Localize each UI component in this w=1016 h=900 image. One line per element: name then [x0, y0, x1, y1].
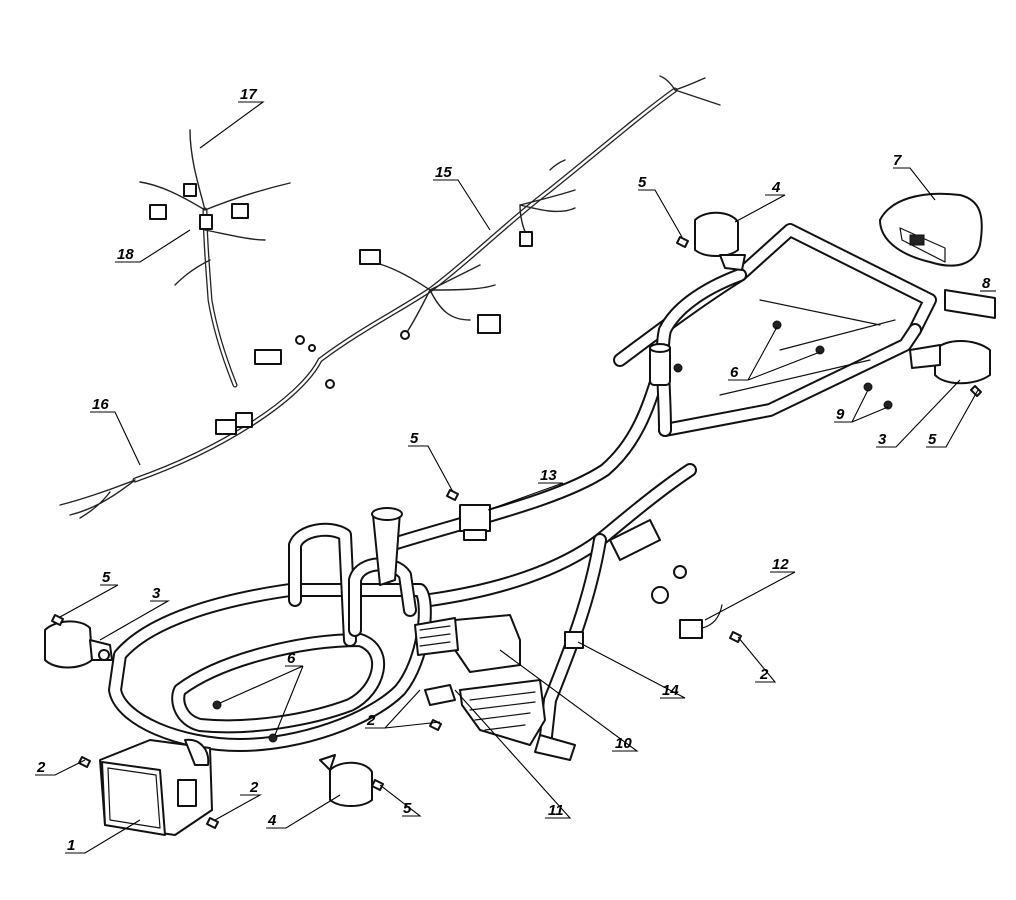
nuts: [863, 382, 893, 410]
rear-turn-signal: [694, 211, 746, 271]
callout-labels: 1 2 2 2 2 3 3 4 4 5 5 5 5 5 6 6 7 8 9 10…: [36, 86, 991, 854]
callout-5-front-signal: 5: [102, 569, 111, 586]
wiring-harness: [59, 75, 721, 519]
callout-12: 12: [772, 556, 789, 573]
callout-10: 10: [615, 735, 632, 752]
callout-2-sensor: 2: [759, 666, 769, 683]
callout-8: 8: [982, 275, 991, 292]
callout-17: 17: [240, 86, 257, 103]
callout-18: 18: [117, 246, 134, 263]
rear-turn-signal-b: [909, 340, 991, 385]
callout-2-headlight-left: 2: [36, 759, 46, 776]
callout-6-rear: 6: [730, 364, 739, 381]
callout-6-front: 6: [287, 650, 296, 667]
callout-2-headlight-right: 2: [249, 779, 259, 796]
leader-lines: [35, 101, 996, 854]
callout-13: 13: [540, 467, 557, 484]
callout-3-front: 3: [152, 585, 161, 602]
callout-2-battery: 2: [366, 712, 376, 729]
front-turn-signal: [44, 620, 113, 669]
callout-11: 11: [548, 802, 564, 819]
relay: [459, 504, 491, 541]
callout-5-front-lower: 5: [403, 800, 412, 817]
callout-4-rear: 4: [771, 179, 781, 196]
callout-9: 9: [836, 406, 845, 423]
battery-box: [414, 614, 546, 746]
callout-5-relay: 5: [410, 430, 419, 447]
callout-4-front: 4: [267, 812, 277, 829]
tail-light: [879, 192, 983, 267]
callout-5-rear-signal: 5: [638, 174, 647, 191]
frame: [108, 223, 937, 761]
callout-16: 16: [92, 396, 109, 413]
callout-3-rear: 3: [878, 431, 887, 448]
callout-14: 14: [662, 682, 679, 699]
clip: [564, 631, 584, 649]
callout-7: 7: [893, 152, 902, 169]
callout-5-rear-right: 5: [928, 431, 937, 448]
front-turn-signal-b: [319, 754, 373, 807]
sensor: [679, 604, 723, 639]
callout-1: 1: [67, 837, 75, 854]
callout-15: 15: [435, 164, 452, 181]
headlight: [99, 738, 213, 836]
license-bracket: [944, 289, 996, 319]
